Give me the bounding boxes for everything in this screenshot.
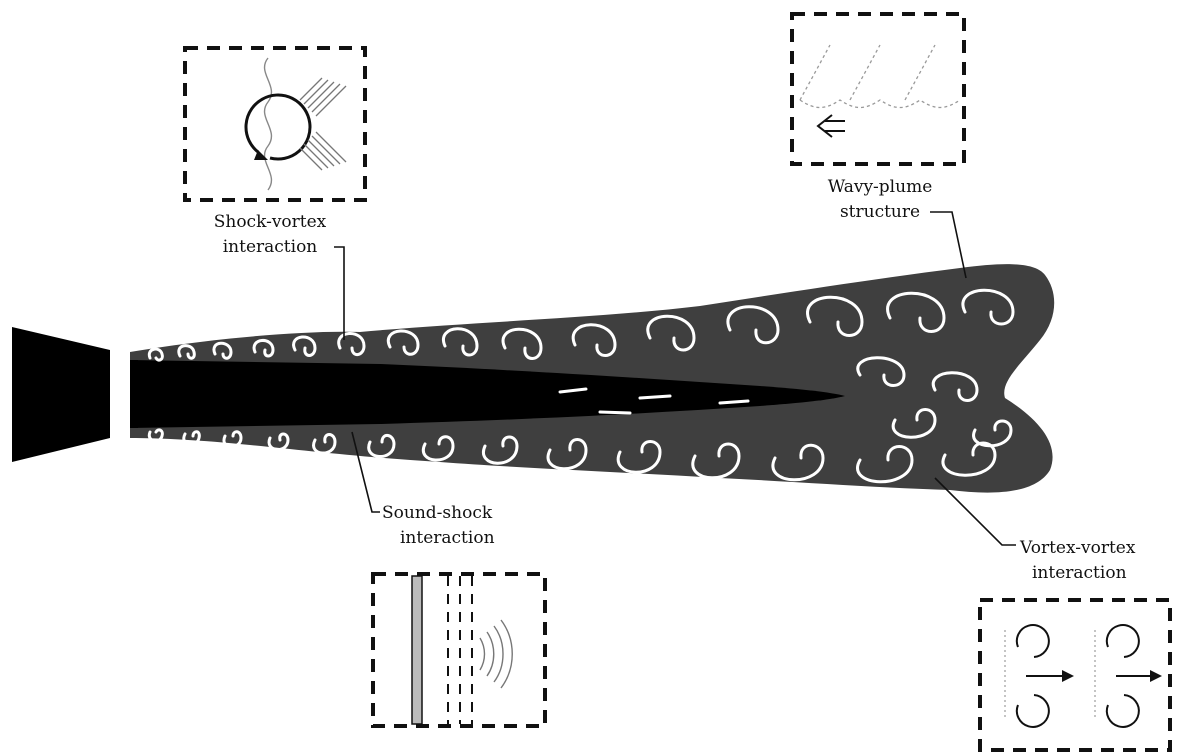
nozzle-exit: [130, 360, 138, 428]
inset-vortex-vortex: [980, 600, 1170, 750]
label-wavy-plume: Wavy-plume structure: [828, 177, 966, 278]
svg-text:structure: structure: [840, 202, 920, 222]
svg-text:Vortex-vortex: Vortex-vortex: [1019, 538, 1136, 558]
label-vortex-vortex: Vortex-vortex interaction: [935, 478, 1136, 583]
label-shock-vortex: Shock-vortex interaction: [214, 212, 344, 340]
svg-text:interaction: interaction: [1032, 563, 1127, 583]
shock-wave-icon: [412, 576, 422, 724]
leader-line: [334, 247, 344, 340]
svg-text:Shock-vortex: Shock-vortex: [214, 212, 327, 232]
svg-text:Wavy-plume: Wavy-plume: [828, 177, 933, 197]
svg-text:Sound-shock: Sound-shock: [382, 503, 493, 523]
inset-sound-shock: [373, 574, 545, 726]
inset-wavy-plume: [792, 14, 964, 164]
nozzle-icon: [12, 327, 110, 462]
svg-text:interaction: interaction: [400, 528, 495, 548]
svg-text:interaction: interaction: [223, 237, 318, 257]
inset-shock-vortex: [185, 48, 365, 200]
